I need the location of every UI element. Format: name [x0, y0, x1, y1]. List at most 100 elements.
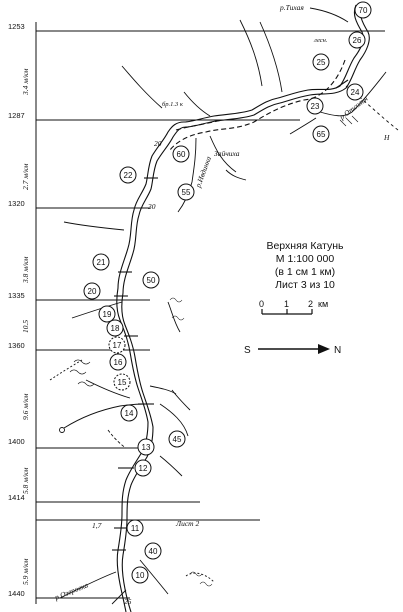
map-legend: Верхняя Катунь М 1:100 000 (в 1 см 1 км)…	[240, 240, 370, 292]
scale-unit: км	[318, 299, 328, 309]
route-marker: 16	[109, 353, 127, 371]
route-marker: 70	[354, 1, 372, 19]
route-marker-label: 50	[147, 276, 156, 285]
north-arrow-to: N	[334, 345, 341, 356]
elevation-label: 1400	[8, 437, 25, 446]
route-marker: 14	[120, 404, 138, 422]
main-river	[116, 4, 370, 612]
tributary-zaychikha	[209, 135, 237, 173]
route-marker-label: 18	[111, 324, 120, 333]
route-marker-label: 16	[114, 358, 123, 367]
letter-label: Н	[383, 133, 390, 142]
route-marker-label: 10	[136, 571, 145, 580]
tributary-label-tikhaya: р.Тихая	[279, 3, 304, 12]
north-arrow: S N	[244, 344, 341, 356]
route-marker: 65	[312, 125, 330, 143]
ford-label: бр.1.3 к	[162, 101, 184, 108]
route-marker: 55	[177, 183, 195, 201]
tributary-otkoslya	[319, 71, 387, 117]
route-marker-label: 65	[317, 130, 326, 139]
terrain-hatching	[69, 115, 359, 587]
route-marker: 17	[108, 336, 126, 354]
route-marker: 19	[98, 305, 116, 323]
elevation-label: 1253	[8, 22, 25, 31]
elevation-label: 1440	[8, 589, 25, 598]
route-marker-label: 14	[125, 409, 134, 418]
route-marker-label: 25	[317, 58, 326, 67]
scale-tick-2: 2	[308, 299, 313, 309]
route-marker-label: 20	[88, 287, 97, 296]
legend-scale: М 1:100 000	[275, 253, 335, 265]
route-marker: 23	[306, 97, 324, 115]
route-marker-label: 13	[142, 443, 151, 452]
route-marker: 18	[106, 319, 124, 337]
sheet-label: Лист 2	[175, 519, 199, 528]
route-marker-label: 60	[177, 150, 186, 159]
gradient-label: 5.9 м/км	[21, 558, 30, 585]
route-marker-label: 17	[113, 341, 122, 350]
route-marker-label: 23	[311, 102, 320, 111]
legend-title: Верхняя Катунь	[266, 240, 344, 252]
route-marker-label: 55	[182, 188, 191, 197]
route-marker: 60	[172, 145, 190, 163]
route-marker-label: 22	[124, 171, 133, 180]
route-marker-label: 21	[97, 258, 106, 267]
route-marker: 12	[134, 459, 152, 477]
elevation-label: 1320	[8, 199, 25, 208]
north-arrow-from: S	[244, 345, 251, 356]
tributary-label-ozerovka: р.Озеровка	[52, 580, 89, 602]
gradient-label: 9.6 м/км	[21, 393, 30, 420]
km-label: 30	[147, 202, 156, 211]
forester-label: лесн.	[313, 37, 328, 44]
route-markers: 7026252423656022552150201918171615144513…	[83, 1, 372, 584]
route-marker: 15	[113, 373, 131, 391]
gradient-label: 5.8 м/км	[21, 467, 30, 494]
km-label: 25	[124, 597, 132, 606]
elevation-label: 1287	[8, 111, 25, 120]
tributary-ozerovka	[59, 571, 117, 599]
route-marker-label: 19	[103, 310, 112, 319]
gradient-label: 3.4 м/км	[21, 68, 30, 96]
tributary-nameless	[177, 137, 197, 213]
route-marker-label: 26	[353, 36, 362, 45]
route-marker-label: 15	[118, 378, 127, 387]
route-marker-label: 70	[359, 6, 368, 15]
route-marker: 50	[142, 271, 160, 289]
route-marker: 20	[83, 282, 101, 300]
elevation-label: 1360	[8, 341, 25, 350]
elevation-labels: 1253 1287 1320 1335 1360 1400 1414 1440	[8, 22, 25, 598]
scale-tick-0: 0	[259, 299, 264, 309]
route-marker: 24	[346, 83, 364, 101]
legend-sheet: Лист 3 из 10	[275, 279, 335, 291]
route-marker-label: 45	[173, 435, 182, 444]
route-marker: 11	[126, 519, 144, 537]
gradient-labels: 3.4 м/км 2.7 м/км 3.8 м/км 10.5 9.6 м/км…	[21, 68, 30, 585]
elevation-label: 1414	[8, 493, 25, 502]
elevation-label: 1335	[8, 291, 25, 300]
gradient-label: 10.5	[21, 320, 30, 333]
legend-scale-note: (в 1 см 1 км)	[274, 266, 336, 278]
route-marker-label: 11	[131, 524, 140, 533]
scale-tick-1: 1	[284, 299, 289, 309]
route-marker: 10	[131, 566, 149, 584]
gradient-label: 3.8 м/км	[21, 256, 30, 284]
tributaries	[49, 7, 399, 605]
route-marker: 13	[137, 438, 155, 456]
route-marker-label: 40	[149, 547, 158, 556]
route-marker: 21	[92, 253, 110, 271]
elevation-lines	[36, 30, 385, 599]
scale-bar: 0 1 2 км	[259, 299, 328, 315]
route-marker: 45	[168, 430, 186, 448]
route-marker: 25	[312, 53, 330, 71]
annotations: р.Тихая лесн. бр.1.3 к 20 30 1,7 25 Лист…	[52, 3, 390, 606]
route-marker-label: 24	[351, 88, 360, 97]
route-marker-label: 12	[139, 464, 148, 473]
tributary-label-zaychikha: Зайчиха	[214, 149, 240, 158]
route-marker: 40	[144, 542, 162, 560]
route-marker: 26	[348, 31, 366, 49]
tributary-tikhaya	[309, 7, 349, 23]
km-label: 20	[154, 139, 162, 148]
tributary-label-nameless: р.Ивдинка	[193, 155, 213, 190]
km-label: 1,7	[92, 521, 102, 530]
